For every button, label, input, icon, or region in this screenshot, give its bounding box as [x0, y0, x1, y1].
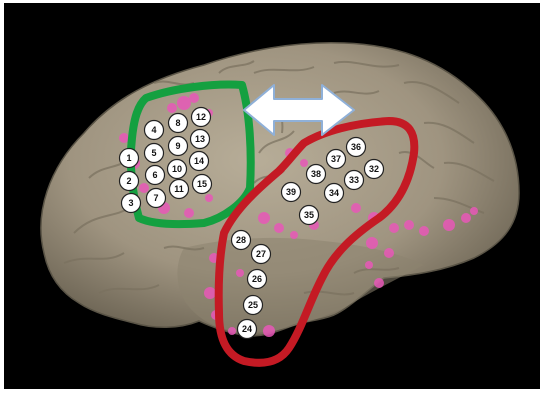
electrode-marker: 10 — [168, 160, 187, 179]
electrode-marker: 32 — [365, 160, 384, 179]
electrode-marker: 39 — [282, 183, 301, 202]
activation-spot — [258, 212, 270, 224]
electrode-label: 25 — [248, 300, 258, 310]
electrode-marker: 5 — [145, 144, 164, 163]
electrode-marker: 9 — [169, 137, 188, 156]
electrode-label: 2 — [126, 176, 131, 186]
electrode-label: 8 — [175, 118, 180, 128]
electrode-marker: 6 — [146, 166, 165, 185]
electrode-label: 5 — [151, 148, 156, 158]
activation-spot — [443, 219, 455, 231]
electrode-label: 7 — [153, 193, 158, 203]
electrode-label: 24 — [242, 324, 252, 334]
electrode-label: 13 — [195, 134, 205, 144]
electrode-label: 32 — [369, 164, 379, 174]
electrode-label: 27 — [256, 249, 266, 259]
electrode-label: 10 — [172, 164, 182, 174]
activation-spot — [290, 231, 298, 239]
activation-spot — [374, 278, 384, 288]
electrode-marker: 35 — [300, 206, 319, 225]
activation-spot — [351, 203, 361, 213]
electrode-marker: 36 — [347, 138, 366, 157]
electrode-label: 37 — [331, 154, 341, 164]
electrode-marker: 24 — [238, 320, 257, 339]
electrode-marker: 34 — [325, 184, 344, 203]
activation-spot — [366, 237, 378, 249]
activation-spot — [167, 103, 177, 113]
electrode-marker: 7 — [147, 189, 166, 208]
activation-spot — [470, 207, 478, 215]
electrode-label: 4 — [151, 125, 156, 135]
electrode-label: 15 — [197, 179, 207, 189]
electrode-label: 39 — [286, 187, 296, 197]
electrode-label: 9 — [175, 141, 180, 151]
electrode-label: 34 — [329, 188, 339, 198]
activation-spot — [300, 159, 308, 167]
electrode-marker: 13 — [191, 130, 210, 149]
electrode-marker: 12 — [192, 108, 211, 127]
electrode-marker: 37 — [327, 150, 346, 169]
activation-spot — [204, 287, 216, 299]
activation-spot — [404, 220, 414, 230]
activation-spot — [228, 327, 236, 335]
electrode-label: 35 — [304, 210, 314, 220]
activation-spot — [461, 213, 471, 223]
activation-spot — [184, 208, 194, 218]
activation-spot — [274, 223, 284, 233]
activation-spot — [263, 325, 275, 337]
electrode-marker: 26 — [248, 270, 267, 289]
electrode-label: 1 — [126, 153, 131, 163]
activation-spot — [177, 96, 191, 110]
electrode-label: 6 — [152, 170, 157, 180]
activation-spot — [119, 133, 129, 143]
activation-spot — [205, 194, 213, 202]
electrode-marker: 28 — [232, 231, 251, 250]
activation-spot — [236, 269, 244, 277]
electrode-marker: 3 — [122, 194, 141, 213]
electrode-label: 12 — [196, 112, 206, 122]
electrode-marker: 38 — [307, 165, 326, 184]
activation-spot — [384, 248, 394, 258]
activation-spot — [365, 261, 373, 269]
activation-spot — [419, 226, 429, 236]
electrode-label: 11 — [174, 184, 184, 194]
electrode-marker: 15 — [193, 175, 212, 194]
electrode-marker: 4 — [145, 121, 164, 140]
electrode-label: 14 — [194, 156, 204, 166]
electrode-marker: 27 — [252, 245, 271, 264]
electrode-marker: 33 — [345, 171, 364, 190]
electrode-marker: 2 — [120, 172, 139, 191]
activation-spot — [389, 223, 399, 233]
activation-spot — [139, 183, 149, 193]
electrode-marker: 11 — [170, 180, 189, 199]
electrode-marker: 1 — [120, 149, 139, 168]
brain-scene: 1234567891011121314152425262728323334353… — [4, 3, 540, 389]
electrode-label: 3 — [128, 198, 133, 208]
electrode-marker: 8 — [169, 114, 188, 133]
electrode-label: 33 — [349, 175, 359, 185]
brain-image-frame: 1234567891011121314152425262728323334353… — [4, 3, 540, 389]
activation-spot — [189, 93, 199, 103]
electrode-label: 28 — [236, 235, 246, 245]
electrode-label: 36 — [351, 142, 361, 152]
electrode-marker: 25 — [244, 296, 263, 315]
electrode-marker: 14 — [190, 152, 209, 171]
electrode-label: 38 — [311, 169, 321, 179]
electrode-label: 26 — [252, 274, 262, 284]
